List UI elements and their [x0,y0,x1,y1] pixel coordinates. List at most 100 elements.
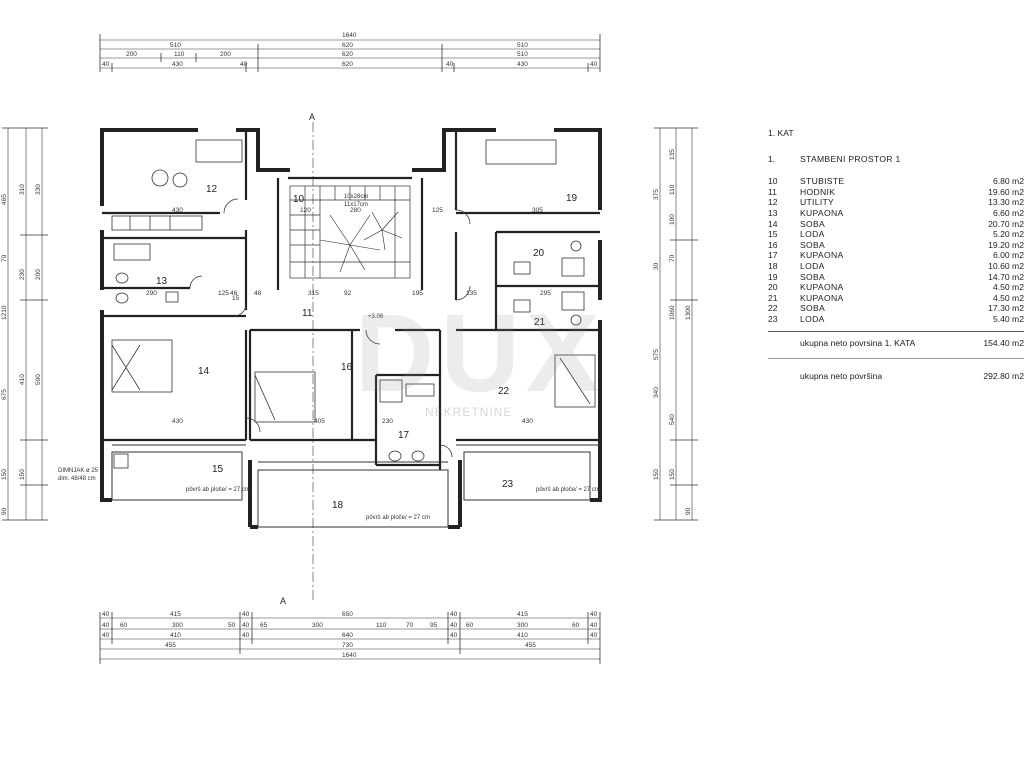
room-num-20: 20 [533,248,545,259]
legend-room-name: KUPAONA [800,250,844,261]
dim-inner-11: 135 [466,290,477,297]
stair-label-2: 11x17cm [344,202,368,208]
room-num-22: 22 [498,386,510,397]
dim-right-13: 70 [669,254,676,262]
dim-right-11: 90 [685,507,692,515]
area-legend: 1. KAT 1. STAMBENI PROSTOR 1 10 STUBISTE 6… [768,128,1024,382]
dim-left-2: 310 [19,184,26,195]
legend-room-area: 5.40 m2 [992,313,1024,324]
dim-bot-r2-g: 300 [312,622,323,629]
dim-bot-r1-a: 40 [102,611,110,618]
legend-divider [768,330,1024,332]
room-num-12: 12 [206,184,218,195]
dim-left-3: 330 [35,184,42,195]
dim-top-r2-b: 620 [342,42,353,49]
chimney-label-1: DIMNJAK ø 25 [58,468,99,474]
level-mark: +3.06 [368,314,384,320]
dim-inner-9: 92 [344,290,352,297]
legend-room-num: 10 [768,176,778,187]
dim-bot-r1-g: 40 [590,611,598,618]
legend-room-name: SOBA [800,239,826,250]
legend-room-name: STUBISTE [800,176,845,187]
room-num-13: 13 [156,276,168,287]
dim-top-r4-b: 430 [172,61,183,68]
dim-inner-12: 295 [540,290,551,297]
legend-unit-number: 1. [768,153,776,164]
dim-bot-r2-b: 60 [120,622,128,629]
legend-room-name: SOBA [800,218,826,229]
dim-bot-r3-d: 640 [342,632,353,639]
dim-bot-r2-d: 50 [228,622,236,629]
dim-bot-r1-e: 40 [450,611,458,618]
legend-room-num: 21 [768,292,778,303]
legend-room-num: 11 [768,186,777,197]
dim-left-11: 150 [19,469,26,480]
watermark-logo: DUX [355,292,606,415]
dim-top-total: 1640 [342,32,357,39]
legend-room-name: KUPAONA [800,292,844,303]
dim-inner-8: 315 [308,290,319,297]
dim-right-6: 575 [653,349,660,360]
chimney-label-2: dim. 48/48 cm [58,476,96,482]
dim-left-7: 590 [35,374,42,385]
legend-floor-title: 1. KAT [768,128,794,138]
room-num-17: 17 [398,430,410,441]
stair-label-1: 10x28cm [344,194,368,200]
dim-inner-5: 305 [532,207,543,214]
legend-room-name: KUPAONA [800,282,844,293]
dim-top-r4-d: 620 [342,61,353,68]
legend-room-row: 16 SOBA 19.20 m2 [768,240,1024,251]
legend-room-area: 19.20 m2 [988,239,1024,250]
legend-room-area: 6.00 m2 [992,250,1024,261]
dim-bot-r2-f: 65 [260,622,268,629]
dim-left-5: 675 [1,389,8,400]
dim-inner-18: 46 [230,290,238,297]
dim-left-4: 1210 [1,305,8,320]
legend-total-value: 292.80 m2 [983,371,1024,382]
room-num-16: 16 [341,362,353,373]
dim-bot-r2-h: 110 [376,622,387,629]
legend-room-num: 18 [768,260,778,271]
watermark-subtitle: NEKRETNINE [425,405,513,419]
dim-left-8: 70 [1,254,8,262]
dim-bot-r2-i: 70 [406,622,414,629]
floor-note-15: pövrš ab ploče/ = 27 cm [186,487,250,493]
legend-room-area: 5.20 m2 [992,229,1024,240]
legend-room-area: 4.50 m2 [992,282,1024,293]
legend-room-num: 15 [768,229,778,240]
section-mark-top: A [309,112,315,122]
dim-left-10: 200 [35,269,42,280]
legend-room-area: 10.60 m2 [988,260,1024,271]
legend-room-name: KUPAONA [800,207,844,218]
legend-divider-2 [768,358,1024,360]
legend-room-area: 4.50 m2 [992,292,1024,303]
dim-left-13: 90 [1,507,8,515]
dim-inner-4: 125 [432,207,443,214]
dim-bot-r4-c: 455 [525,642,536,649]
legend-room-num: 16 [768,239,778,250]
dim-bot-r2-m: 300 [517,622,528,629]
legend-room-row: 21 KUPAONA 4.50 m2 [768,293,1024,304]
dim-right-7: 540 [669,414,676,425]
dim-left-12: 150 [1,469,8,480]
dim-bot-r2-j: 95 [430,622,438,629]
floor-note-18: pövrš ab ploče/ = 27 cm [366,515,430,521]
room-num-10: 10 [293,194,305,205]
dim-inner-19: 15 [232,295,240,302]
room-num-11: 11 [302,308,313,319]
dim-bot-r2-o: 40 [590,622,598,629]
dim-top-r3-d: 620 [342,51,353,58]
dim-bot-r2-n: 60 [572,622,580,629]
dim-inner-1: 430 [172,207,183,214]
legend-room-area: 6.60 m2 [992,207,1024,218]
legend-unit-name: STAMBENI PROSTOR 1 [800,153,901,164]
dim-bot-r2-e: 40 [242,622,250,629]
dim-top-r3-b: 110 [174,51,185,58]
